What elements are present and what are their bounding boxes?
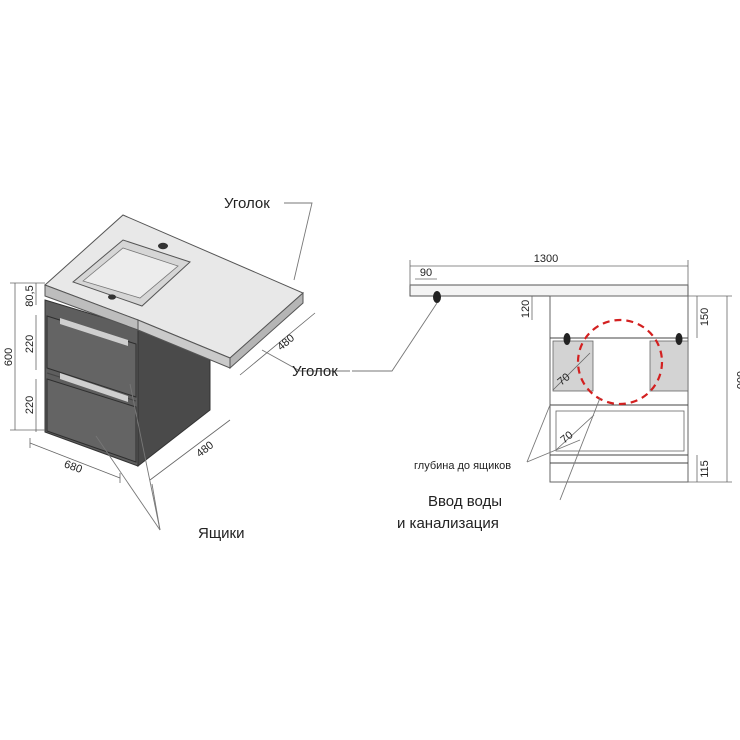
pipe-left — [563, 333, 571, 345]
label-corner-mid: Уголок — [292, 363, 338, 380]
drawer-slot-top — [60, 318, 128, 346]
pipe-right — [675, 333, 683, 345]
sink-bowl — [82, 247, 179, 299]
dim-220-top: 220 — [24, 335, 36, 353]
countertop-side-edge — [229, 291, 304, 370]
drawer-inner — [555, 410, 685, 452]
drawer-slot-mid — [60, 373, 128, 402]
dim-115: 115 — [699, 460, 711, 478]
drain-hole — [108, 294, 116, 300]
label-water-line2: и канализация — [397, 515, 499, 532]
label-corner-top: Уголок — [224, 195, 270, 212]
right-dimensions: 1300 90 120 150 600 115 — [409, 253, 740, 483]
dim-680: 680 — [62, 458, 83, 476]
dim-220-bottom: 220 — [24, 396, 36, 414]
dim-600-right: 600 — [734, 371, 740, 389]
corner-marker — [433, 291, 441, 303]
countertop-strip — [409, 284, 689, 297]
dim-120: 120 — [520, 300, 532, 318]
label-drawer-depth: глубина до ящиков — [414, 460, 511, 472]
dim-480-body: 480 — [194, 439, 216, 460]
label-water-line1: Ввод воды — [428, 493, 502, 510]
plan-view: 70 70 — [409, 284, 689, 483]
dim-1300: 1300 — [534, 253, 558, 265]
dim-600-left: 600 — [3, 348, 15, 366]
faucet-hole — [158, 242, 168, 250]
right-leaders: глубина до ящиков Ввод воды и канализаци… — [352, 302, 601, 532]
dim-150: 150 — [699, 308, 711, 326]
water-inlet-circle — [576, 318, 664, 406]
dim-80-5: 80,5 — [24, 285, 36, 306]
cutout-right — [649, 340, 689, 392]
label-drawers: Ящики — [198, 525, 245, 542]
left-leaders: Уголок Уголок Ящики — [95, 195, 350, 542]
cutout-left — [552, 340, 594, 392]
dim-480-top: 480 — [275, 332, 297, 353]
dim-90: 90 — [420, 267, 432, 279]
cabinet-3d — [44, 214, 304, 468]
drawer-2 — [46, 378, 137, 463]
